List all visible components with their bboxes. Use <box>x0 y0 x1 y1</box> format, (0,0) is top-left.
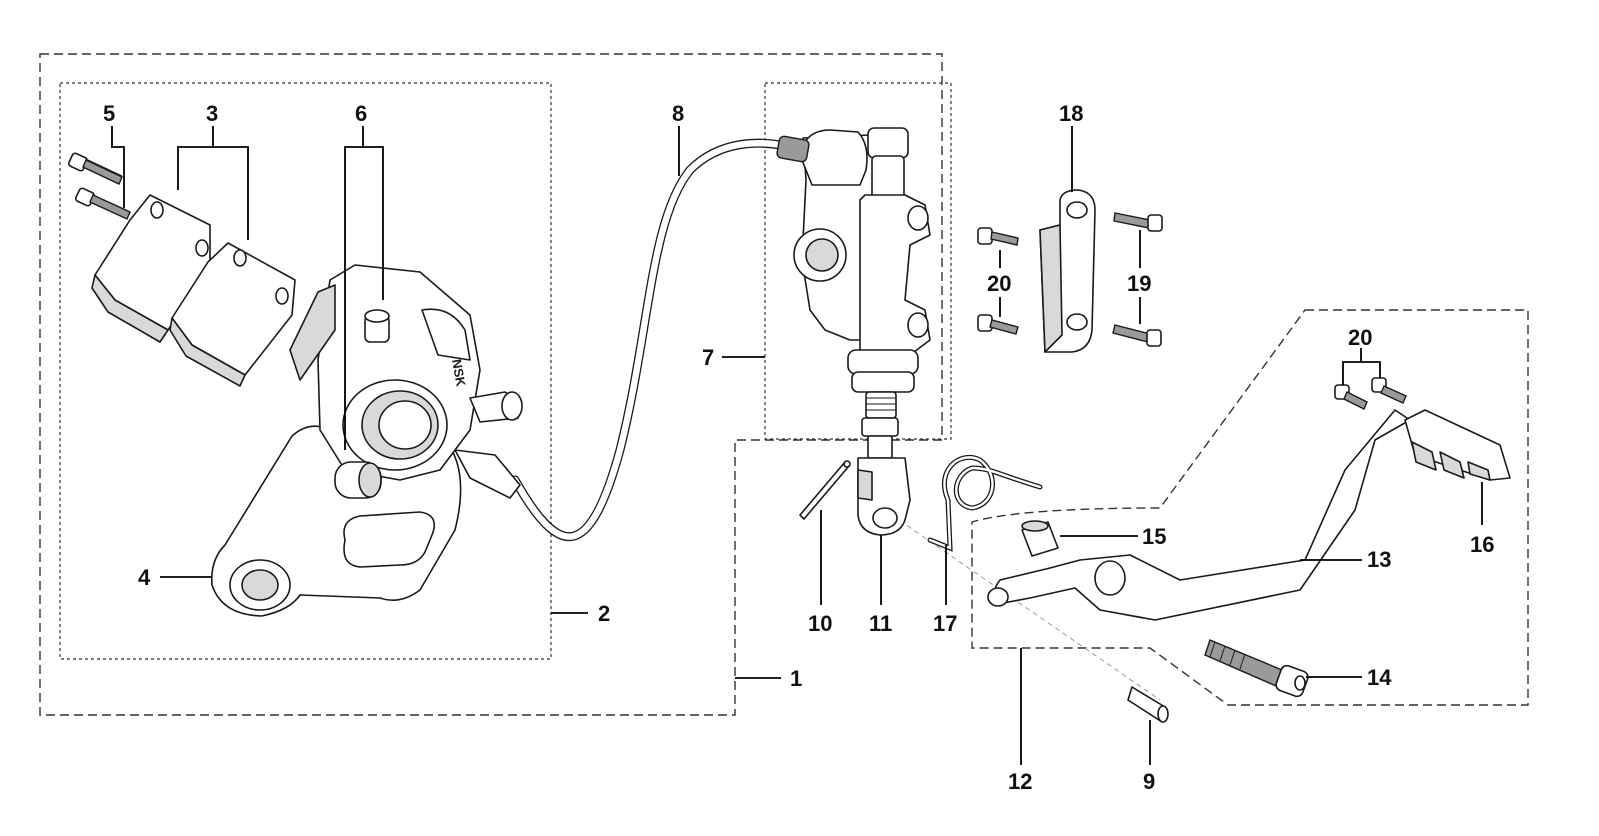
callout-3: 3 <box>206 101 218 126</box>
callout-15: 15 <box>1142 524 1166 549</box>
pedal-tip <box>1404 409 1511 481</box>
pedal-bushing <box>1021 520 1059 557</box>
assembly-7-boundary <box>764 82 952 440</box>
callout-20-right: 20 <box>1348 325 1372 350</box>
callout-18: 18 <box>1059 101 1083 126</box>
brake-caliper: NSK <box>289 264 523 499</box>
callout-12: 12 <box>1008 769 1032 794</box>
brake-hose <box>510 138 795 542</box>
master-cylinder <box>776 127 931 459</box>
assembly-12-boundary <box>971 309 1529 706</box>
assembly-1-boundary <box>39 53 943 716</box>
clevis-pin-10 <box>799 460 851 520</box>
pedal-tip-screw-left <box>1334 384 1368 410</box>
bracket-bolt-upper <box>1113 212 1163 232</box>
brake-pedal <box>987 409 1411 621</box>
callout-9: 9 <box>1143 769 1155 794</box>
leader-6 <box>344 126 384 450</box>
caliper-logo: NSK <box>449 358 469 388</box>
clevis <box>857 457 911 536</box>
bracket-screw-lower <box>977 314 1019 335</box>
callout-16: 16 <box>1470 532 1494 557</box>
callout-8: 8 <box>672 101 684 126</box>
pedal-tip-screw-right <box>1371 377 1407 404</box>
leader-20b <box>1342 348 1381 385</box>
callout-13: 13 <box>1367 547 1391 572</box>
callout-11: 11 <box>869 611 892 636</box>
leader-3 <box>177 126 249 240</box>
brake-pad-left <box>91 194 211 343</box>
callout-6: 6 <box>355 101 367 126</box>
callout-1: 1 <box>790 666 802 691</box>
pivot-axis-line <box>869 499 1161 701</box>
pad-pin-lower <box>74 187 131 220</box>
pedal-mount-bracket <box>1039 189 1096 353</box>
callout-20-left: 20 <box>987 271 1011 296</box>
pad-pin-upper <box>67 152 123 185</box>
pedal-pivot-bolt <box>1204 639 1309 698</box>
bracket-screw-upper <box>977 227 1019 246</box>
callout-14: 14 <box>1367 665 1392 690</box>
bracket-bolt-lower <box>1112 324 1162 347</box>
callout-10: 10 <box>808 611 832 636</box>
callout-5: 5 <box>103 101 115 126</box>
leader-5 <box>111 126 125 208</box>
callout-4: 4 <box>138 565 151 590</box>
return-spring <box>927 454 1043 552</box>
pedal-pivot-pin <box>1127 686 1169 723</box>
callout-2: 2 <box>598 601 610 626</box>
brake-pad-right <box>169 242 296 387</box>
callout-19: 19 <box>1127 271 1151 296</box>
callout-7: 7 <box>702 345 714 370</box>
callout-17: 17 <box>933 611 957 636</box>
